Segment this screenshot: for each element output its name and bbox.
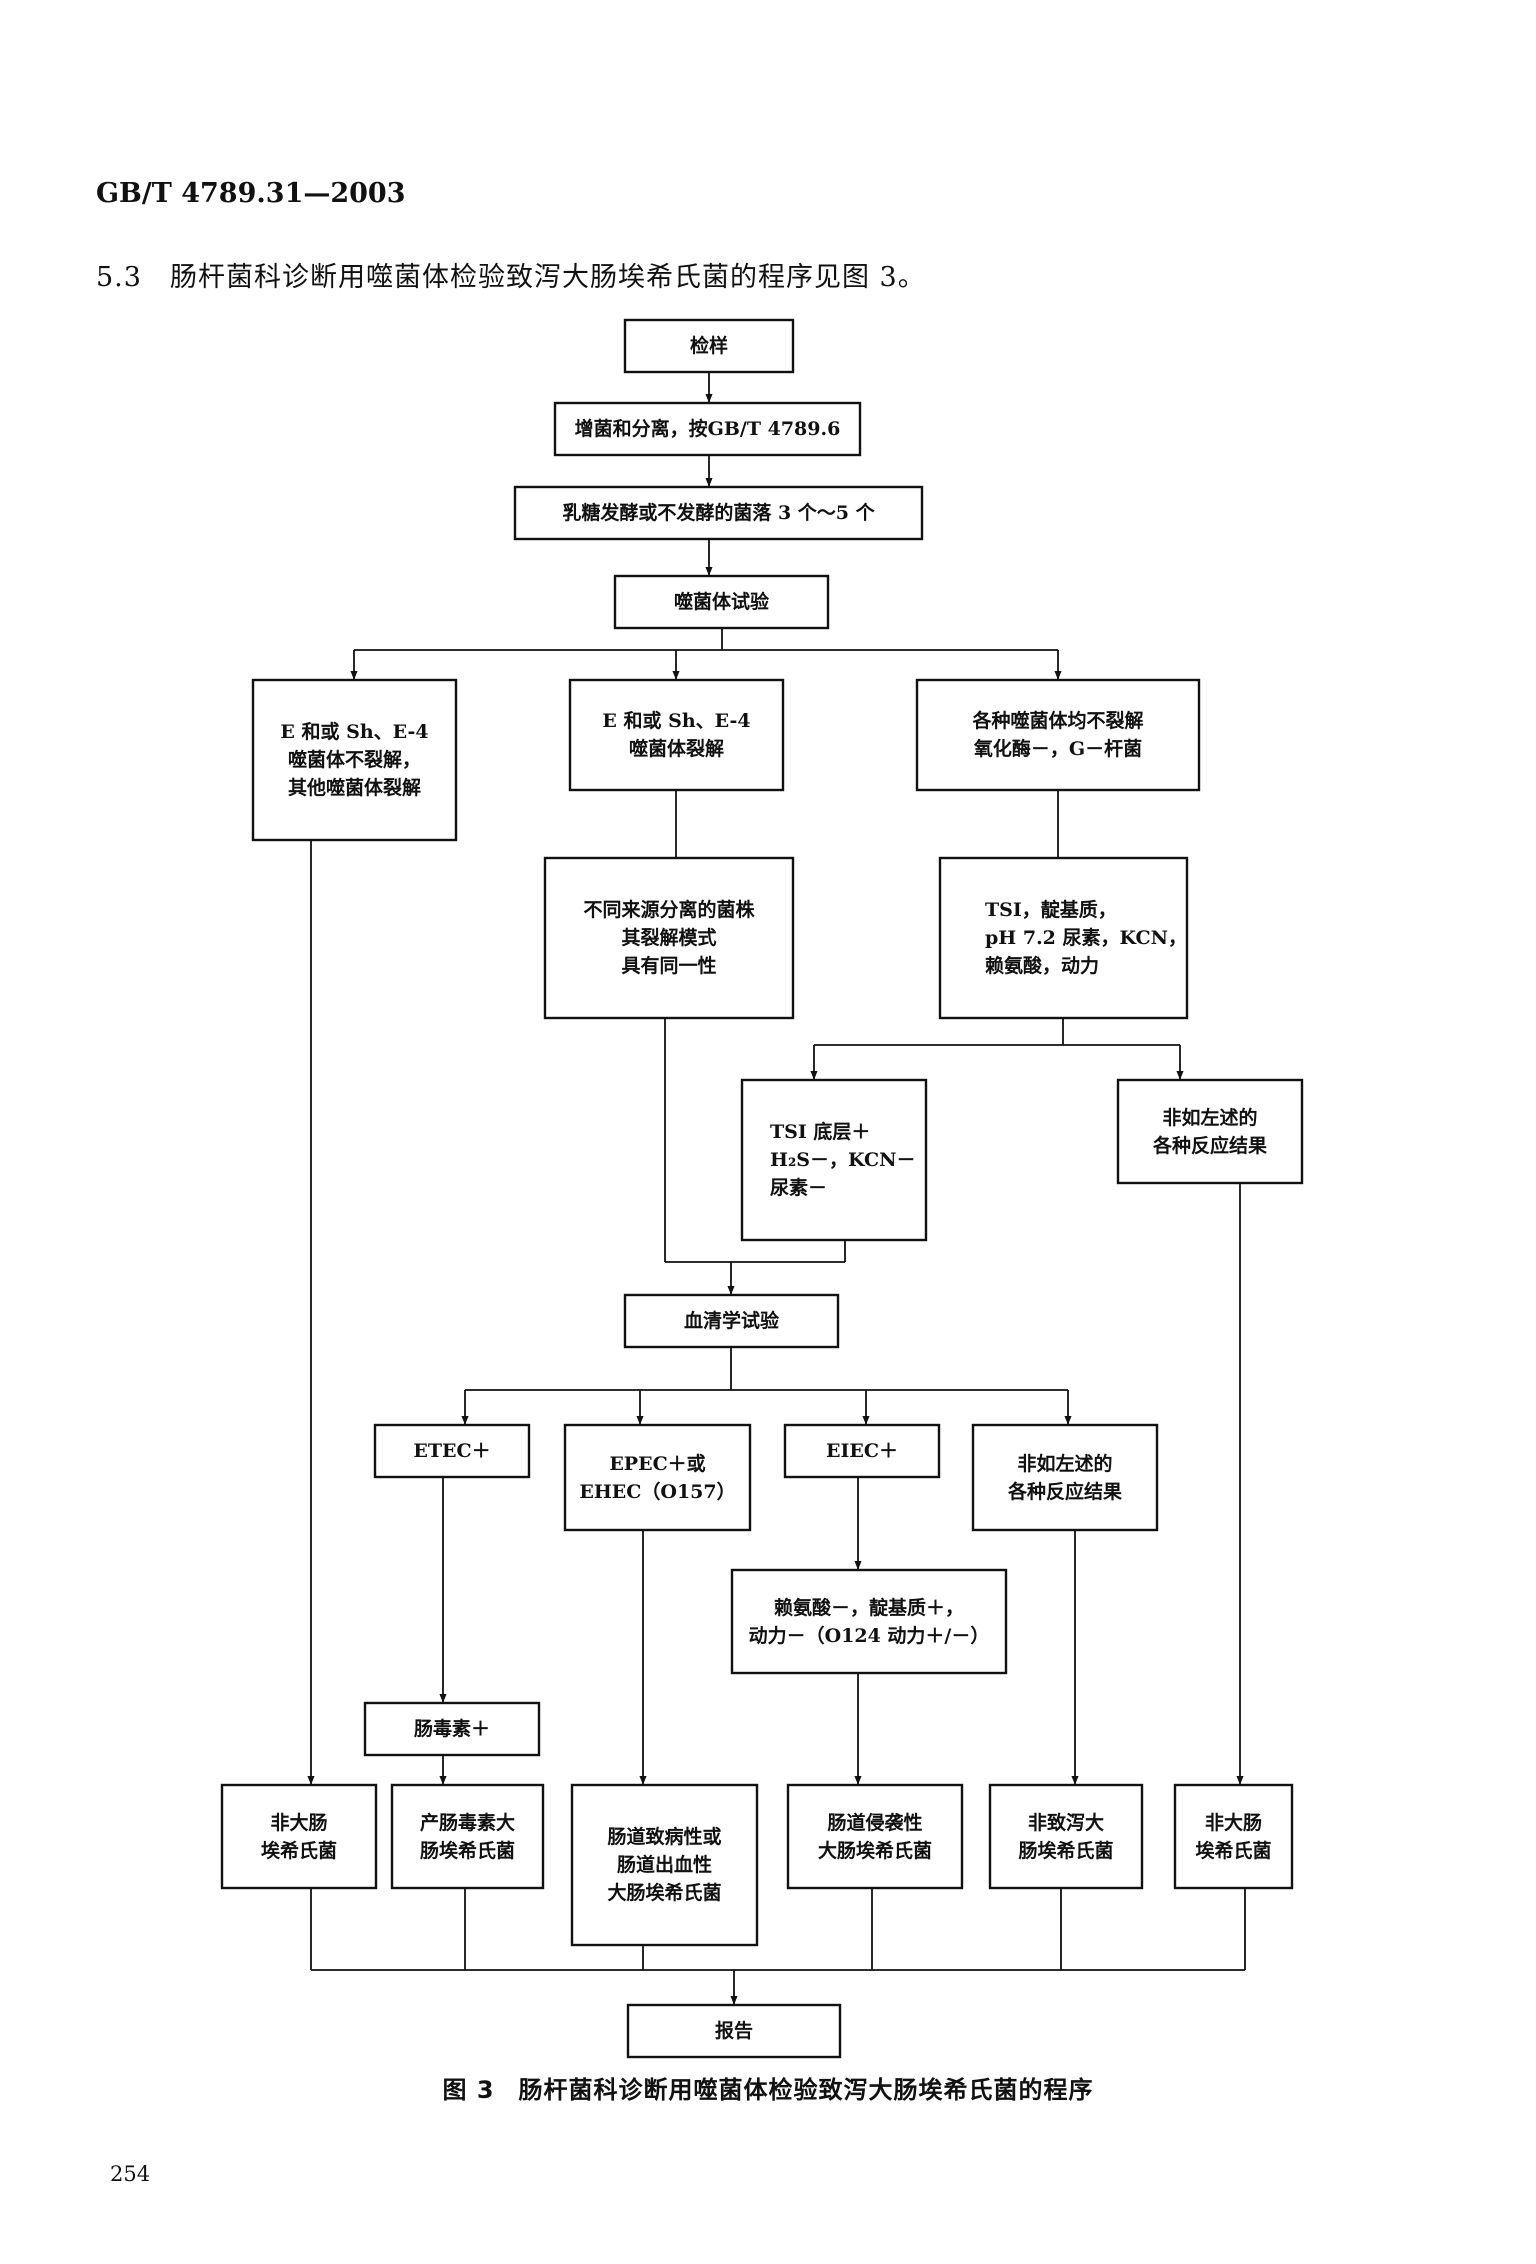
node-non-ec-1-line-1: 非大肠 <box>270 1811 328 1834</box>
box-non-diarrheal <box>988 1783 1144 1890</box>
node-pathogenic-line-1: 肠道致病性或 <box>607 1826 722 1848</box>
figure-caption: 图 3 肠杆菌科诊断用噬菌体检验致泻大肠埃希氏菌的程序 <box>0 2070 1536 2105</box>
figure-title: 肠杆菌科诊断用噬菌体检验致泻大肠埃希氏菌的程序 <box>518 2076 1094 2104</box>
node-phage-left-line-2: 噬菌体不裂解， <box>287 749 421 771</box>
box-epec <box>563 1423 752 1532</box>
node-other-result-2: 非如左述的 各种反应结果 <box>973 1425 1157 1530</box>
node-phage-right: 各种噬菌体均不裂解 氧化酶－，G－杆菌 <box>917 680 1199 790</box>
node-phage-test: 噬菌体试验 <box>615 576 828 628</box>
node-phage-test-line: 噬菌体试验 <box>673 591 769 613</box>
node-etec: ETEC＋ <box>375 1425 529 1477</box>
node-non-ec-1-line-2: 埃希氏菌 <box>260 1839 337 1862</box>
node-biochem-line-3: 赖氨酸，动力 <box>985 955 1100 977</box>
node-invasive: 肠道侵袭性 大肠埃希氏菌 <box>788 1785 962 1888</box>
node-non-diarrheal-line-1: 非致泻大 <box>1027 1811 1104 1834</box>
node-non-ec-2-line-2: 埃希氏菌 <box>1195 1839 1272 1862</box>
node-phage-left-line-3: 其他噬菌体裂解 <box>287 777 421 799</box>
node-eiec-line: EIEC＋ <box>826 1440 898 1462</box>
node-lys-test-line-2: 动力－（O124 动力＋/－） <box>748 1624 990 1647</box>
node-same-pattern-line-1: 不同来源分离的菌株 <box>583 899 755 921</box>
node-phage-right-line-2: 氧化酶－，G－杆菌 <box>973 738 1143 760</box>
node-sample-line: 检样 <box>689 335 728 357</box>
box-toxigenic <box>390 1783 545 1890</box>
section-heading: 5.3 肠杆菌科诊断用噬菌体检验致泻大肠埃希氏菌的程序见图 3。 <box>96 255 926 294</box>
node-phage-left: E 和或 Sh、E-4 噬菌体不裂解， 其他噬菌体裂解 <box>253 680 456 840</box>
node-non-ec-2: 非大肠 埃希氏菌 <box>1175 1785 1292 1888</box>
node-tsi-result-line-2: H₂S－，KCN－ <box>770 1149 916 1171</box>
box-enterotoxin <box>363 1701 541 1757</box>
node-invasive-line-1: 肠道侵袭性 <box>827 1811 923 1834</box>
box-other-result-1 <box>1116 1078 1304 1185</box>
box-non-ec-1 <box>220 1783 378 1890</box>
box-same-pattern <box>543 856 795 1020</box>
node-enterotoxin-line: 肠毒素＋ <box>413 1718 490 1740</box>
node-toxigenic: 产肠毒素大 肠埃希氏菌 <box>392 1785 543 1888</box>
node-biochem: TSI，靛基质， pH 7.2 尿素，KCN， 赖氨酸，动力 <box>985 858 1188 1018</box>
node-serology: 血清学试验 <box>625 1295 838 1347</box>
node-phage-right-line-1: 各种噬菌体均不裂解 <box>972 710 1144 732</box>
node-report-line: 报告 <box>714 2020 753 2042</box>
box-colonies <box>513 485 924 541</box>
node-other-result-1-line-1: 非如左述的 <box>1162 1106 1258 1129</box>
figure-number: 图 3 <box>442 2076 495 2104</box>
box-non-ec-2 <box>1173 1783 1294 1890</box>
node-epec-line-2: EHEC（O157） <box>579 1480 736 1503</box>
node-lys-test-line-1: 赖氨酸－，靛基质＋， <box>773 1596 964 1619</box>
box-eiec <box>783 1423 941 1479</box>
node-epec: EPEC＋或 EHEC（O157） <box>565 1425 750 1530</box>
page-number: 254 <box>110 2162 151 2186</box>
node-colonies: 乳糖发酵或不发酵的菌落 3 个～5 个 <box>515 487 922 539</box>
node-other-result-1-line-2: 各种反应结果 <box>1152 1134 1267 1157</box>
box-tsi-result <box>740 1078 928 1242</box>
node-biochem-line-1: TSI，靛基质， <box>985 899 1117 921</box>
node-enrich: 增菌和分离，按GB/T 4789.6 <box>555 403 860 455</box>
node-tsi-result-line-1: TSI 底层＋ <box>770 1121 871 1143</box>
node-phage-mid-line-2: 噬菌体裂解 <box>628 738 724 760</box>
node-same-pattern-line-2: 其裂解模式 <box>621 927 717 949</box>
section-number: 5.3 <box>96 262 142 293</box>
node-tsi-result-line-3: 尿素－ <box>770 1177 828 1199</box>
box-report <box>626 2003 842 2059</box>
node-other-result-1: 非如左述的 各种反应结果 <box>1118 1080 1302 1183</box>
node-other-result-2-line-1: 非如左述的 <box>1017 1452 1113 1475</box>
node-same-pattern-line-3: 具有同一性 <box>621 955 717 977</box>
node-invasive-line-2: 大肠埃希氏菌 <box>817 1839 932 1862</box>
box-lys-test <box>730 1568 1008 1675</box>
box-pathogenic <box>570 1783 759 1947</box>
node-eiec: EIEC＋ <box>785 1425 939 1477</box>
node-non-ec-2-line-1: 非大肠 <box>1204 1811 1262 1834</box>
node-colonies-line: 乳糖发酵或不发酵的菌落 3 个～5 个 <box>562 502 875 524</box>
box-other-result-2 <box>971 1423 1159 1532</box>
node-lys-test: 赖氨酸－，靛基质＋， 动力－（O124 动力＋/－） <box>732 1570 1006 1673</box>
node-non-ec-1: 非大肠 埃希氏菌 <box>222 1785 376 1888</box>
node-report: 报告 <box>628 2005 840 2057</box>
node-phage-mid: E 和或 Sh、E-4 噬菌体裂解 <box>570 680 783 790</box>
node-epec-line-1: EPEC＋或 <box>609 1452 706 1475</box>
node-pathogenic-line-3: 大肠埃希氏菌 <box>607 1882 722 1904</box>
node-pathogenic: 肠道致病性或 肠道出血性 大肠埃希氏菌 <box>572 1785 757 1945</box>
node-pathogenic-line-2: 肠道出血性 <box>616 1854 712 1876</box>
node-other-result-2-line-2: 各种反应结果 <box>1007 1480 1122 1503</box>
node-toxigenic-line-2: 肠埃希氏菌 <box>419 1839 515 1862</box>
section-text: 肠杆菌科诊断用噬菌体检验致泻大肠埃希氏菌的程序见图 3。 <box>169 262 926 293</box>
node-tsi-result: TSI 底层＋ H₂S－，KCN－ 尿素－ <box>770 1080 920 1240</box>
box-phage-left <box>251 678 458 842</box>
node-biochem-line-2: pH 7.2 尿素，KCN， <box>985 927 1188 949</box>
box-enrich <box>553 401 862 457</box>
standard-number: GB/T 4789.31—2003 <box>96 178 406 209</box>
box-etec <box>373 1423 531 1479</box>
node-same-pattern: 不同来源分离的菌株 其裂解模式 具有同一性 <box>545 858 793 1018</box>
box-invasive <box>786 1783 964 1890</box>
node-phage-left-line-1: E 和或 Sh、E-4 <box>280 721 429 743</box>
node-toxigenic-line-1: 产肠毒素大 <box>419 1811 515 1834</box>
node-phage-mid-line-1: E 和或 Sh、E-4 <box>602 710 751 732</box>
node-sample: 检样 <box>625 320 793 372</box>
node-non-diarrheal-line-2: 肠埃希氏菌 <box>1018 1839 1114 1862</box>
node-etec-line: ETEC＋ <box>413 1440 491 1462</box>
node-serology-line: 血清学试验 <box>683 1310 779 1332</box>
node-non-diarrheal: 非致泻大 肠埃希氏菌 <box>990 1785 1142 1888</box>
node-enrich-line: 增菌和分离，按GB/T 4789.6 <box>574 418 841 440</box>
node-enterotoxin: 肠毒素＋ <box>365 1703 539 1755</box>
